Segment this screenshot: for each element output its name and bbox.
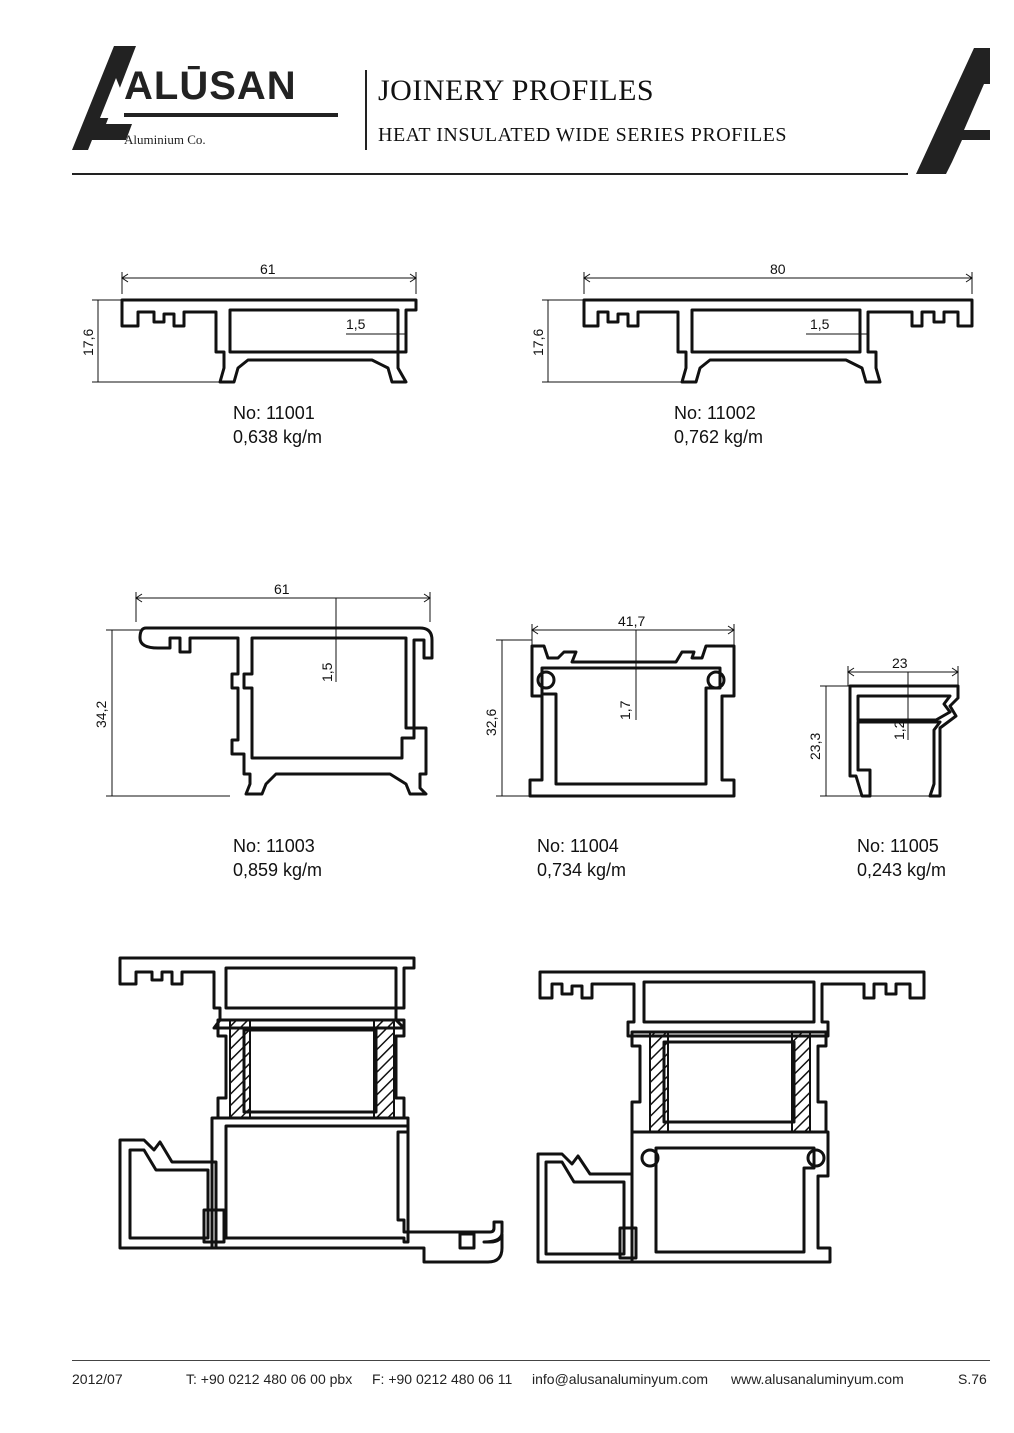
profile-number: No: 11005 xyxy=(857,836,939,856)
dim-width: 80 xyxy=(770,261,786,277)
header-separator xyxy=(365,70,367,150)
profile-weight: 0,859 kg/m xyxy=(233,860,323,880)
dim-height: 32,6 xyxy=(483,709,499,736)
profile-11004-drawing: 41,7 32,6 1,7 xyxy=(483,613,736,798)
profile-number: No: 11004 xyxy=(537,836,619,856)
profile-number: No: 11002 xyxy=(674,403,756,423)
profile-weight: 0,762 kg/m xyxy=(674,427,764,447)
brand-logo-mark xyxy=(72,46,136,150)
dim-width: 61 xyxy=(274,581,290,597)
dim-width: 61 xyxy=(260,261,276,277)
dim-width: 41,7 xyxy=(618,613,645,629)
profile-11003-label: No: 11003 0,859 kg/m xyxy=(233,834,322,882)
profile-11004-label: No: 11004 0,734 kg/m xyxy=(537,834,626,882)
footer-fax: F: +90 0212 480 06 11 xyxy=(372,1371,513,1387)
profile-11002-drawing: 80 17,6 1,5 xyxy=(530,261,974,384)
profile-11005-label: No: 11005 0,243 kg/m xyxy=(857,834,946,882)
profile-number: No: 11001 xyxy=(233,403,315,423)
profile-weight: 0,243 kg/m xyxy=(857,860,947,880)
dim-height: 23,3 xyxy=(807,733,823,760)
header-rule xyxy=(72,173,908,175)
brand-name: ALŪSAN xyxy=(124,64,297,108)
profile-11005-drawing: 23 23,3 1,2 xyxy=(807,655,960,798)
brand-logo-corner xyxy=(916,48,990,174)
profile-11001-drawing: 61 17,6 1,5 xyxy=(80,261,418,384)
footer-email-link[interactable]: info@alusanaluminyum.com xyxy=(532,1371,709,1387)
profile-weight: 0,638 kg/m xyxy=(233,427,323,447)
footer-rule xyxy=(72,1360,990,1361)
dim-width: 23 xyxy=(892,655,908,671)
footer-date: 2012/07 xyxy=(72,1371,123,1387)
dim-height: 17,6 xyxy=(530,329,546,356)
assembly-right-drawing xyxy=(536,970,926,1264)
dim-height: 34,2 xyxy=(93,701,109,728)
profile-11001-label: No: 11001 0,638 kg/m xyxy=(233,401,322,449)
profile-weight: 0,734 kg/m xyxy=(537,860,627,880)
dim-wall: 1,2 xyxy=(891,720,907,740)
footer-page-number: S.76 xyxy=(958,1371,987,1387)
dim-wall: 1,5 xyxy=(319,662,335,682)
profile-number: No: 11003 xyxy=(233,836,315,856)
profile-11002-label: No: 11002 0,762 kg/m xyxy=(674,401,763,449)
footer-website-link[interactable]: www.alusanaluminyum.com xyxy=(731,1371,904,1387)
dim-wall: 1,5 xyxy=(346,316,366,332)
dim-wall: 1,5 xyxy=(810,316,830,332)
profile-11003-drawing: 61 34,2 1,5 xyxy=(93,581,434,797)
footer-phone: T: +90 0212 480 06 00 pbx xyxy=(186,1371,353,1387)
dim-height: 17,6 xyxy=(80,329,96,356)
dim-wall: 1,7 xyxy=(617,700,633,720)
brand-subtitle: Aluminium Co. xyxy=(124,132,206,147)
assembly-left-drawing xyxy=(118,956,504,1264)
page-subtitle: HEAT INSULATED WIDE SERIES PROFILES xyxy=(378,124,787,146)
page-title: JOINERY PROFILES xyxy=(378,74,655,107)
brand-underline xyxy=(124,113,338,117)
